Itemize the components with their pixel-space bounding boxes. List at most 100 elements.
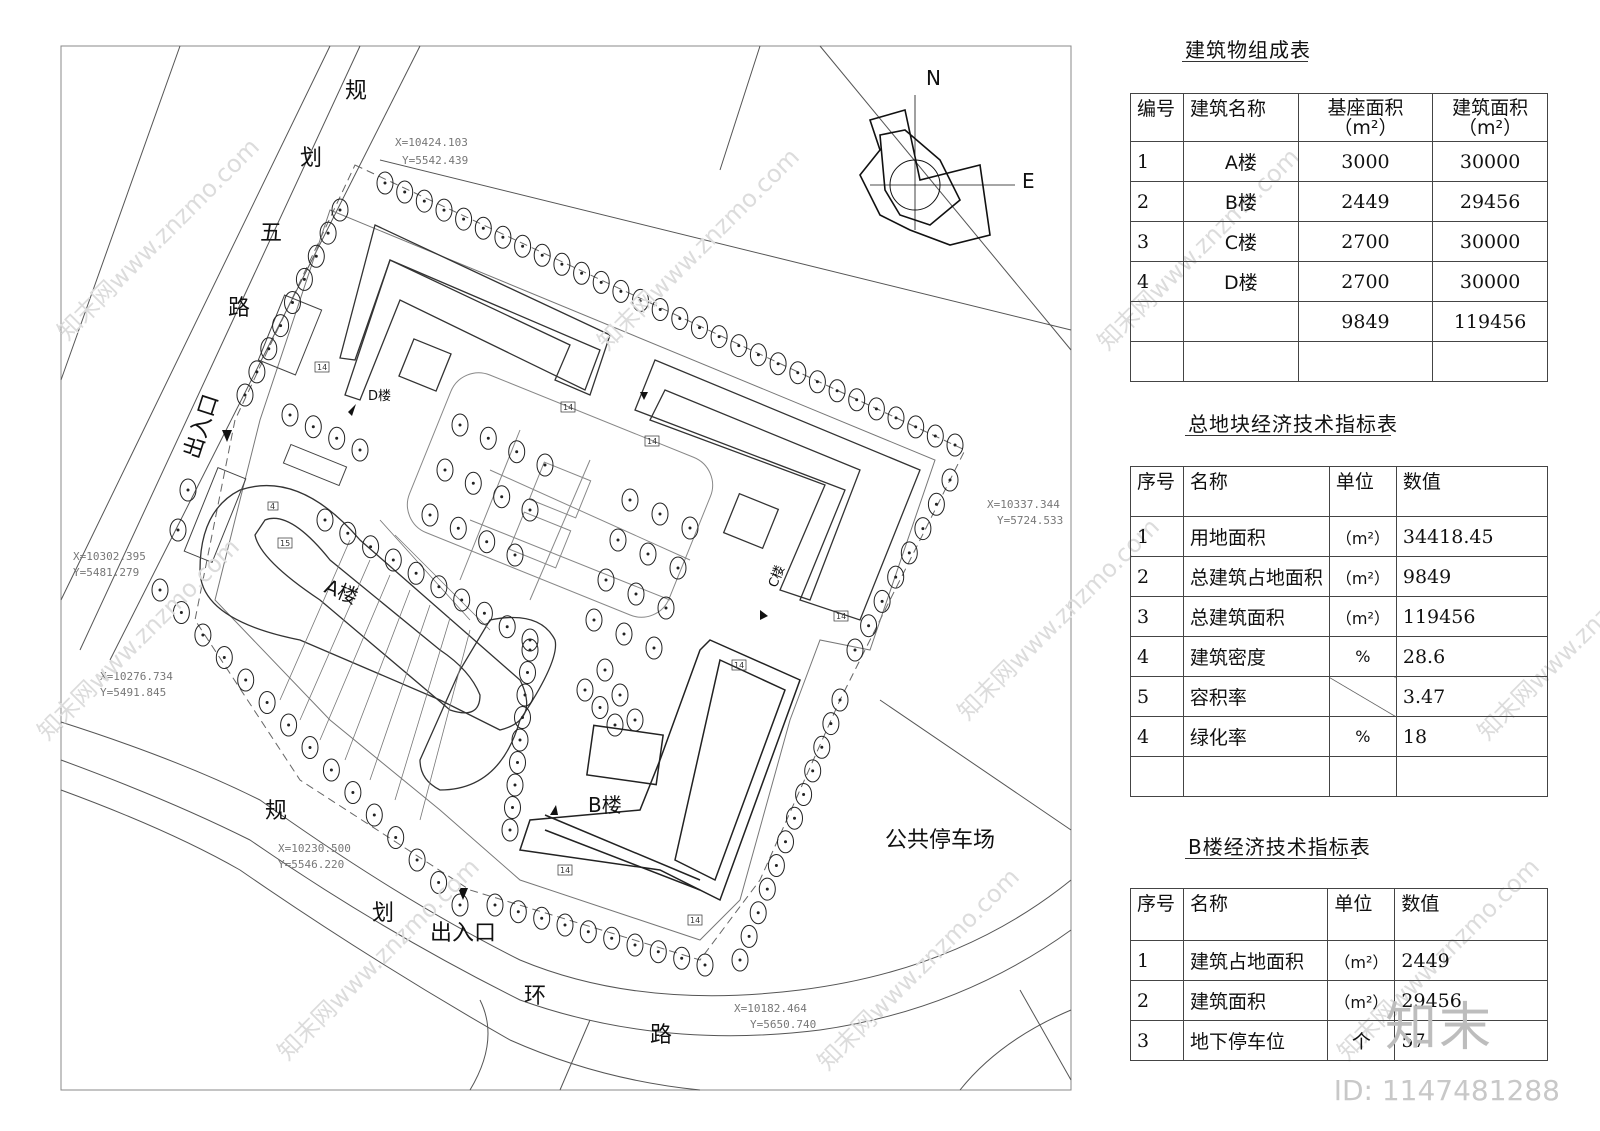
central-plaza	[406, 372, 714, 618]
tree-center	[291, 301, 294, 304]
tree-icon	[639, 542, 657, 566]
watermark-id: ID: 1147481288	[1333, 1074, 1560, 1107]
tree-icon	[151, 578, 169, 602]
coord-y: Y=5724.533	[997, 514, 1063, 527]
tree-center	[508, 828, 512, 832]
tree-center	[592, 618, 596, 622]
tree-center	[639, 298, 642, 302]
tree-icon	[860, 614, 878, 638]
tree-icon	[407, 561, 425, 585]
tree-icon	[591, 696, 609, 719]
coord-y: Y=5542.439	[402, 154, 468, 167]
table-cell: 3	[1130, 1020, 1184, 1061]
watermark-logo: 知末	[1385, 998, 1494, 1058]
tree-center	[953, 443, 957, 447]
tree-center	[460, 598, 464, 602]
table-cell: 30000	[1432, 141, 1548, 182]
table-cell	[1395, 756, 1549, 797]
tree-icon	[331, 198, 349, 222]
table-cell: 57	[1394, 1020, 1548, 1061]
tree-center	[329, 768, 333, 772]
tree-center	[618, 693, 622, 697]
tree-icon	[914, 517, 932, 541]
tree-icon	[435, 198, 453, 222]
tree-icon	[455, 207, 473, 231]
tree-center	[311, 425, 315, 429]
entrance-label-south: 出入口	[430, 921, 496, 946]
tree-center	[765, 887, 769, 891]
table-header: 编号	[1130, 93, 1184, 142]
tree-icon	[671, 307, 689, 330]
arrow-icon	[348, 404, 356, 416]
tree-center	[933, 434, 937, 438]
tree-center	[176, 528, 180, 532]
tree-icon	[493, 485, 511, 509]
road-south-char: 规	[265, 799, 287, 824]
tree-center	[526, 671, 529, 674]
tree-icon	[508, 440, 526, 464]
tree-icon	[351, 438, 369, 462]
table-cell	[1297, 341, 1434, 382]
tree-icon	[804, 759, 822, 783]
tree-center	[680, 956, 684, 960]
tree-icon	[808, 370, 826, 394]
tree-center	[747, 934, 751, 938]
table-cell	[1182, 341, 1299, 382]
tree-center	[369, 545, 373, 549]
tree-center	[383, 181, 387, 185]
tree-center	[326, 231, 330, 235]
south-road-edge	[60, 721, 1072, 997]
road-west-char: 划	[300, 146, 322, 171]
drawing-frame	[60, 45, 1072, 1091]
tree-center	[500, 495, 504, 499]
floor-tag: 14	[560, 866, 570, 875]
table-cell	[1182, 756, 1330, 797]
tree-center	[179, 611, 183, 614]
building-a-label: A楼	[321, 574, 361, 609]
tree-icon	[669, 556, 687, 580]
table-cell: %	[1328, 636, 1397, 677]
tree-center	[774, 864, 778, 867]
tree-icon	[365, 803, 383, 827]
table-header: 序号	[1130, 888, 1184, 941]
compass-rose-icon	[859, 95, 1015, 246]
table-header: 基座面积 （m²）	[1297, 93, 1434, 142]
tree-center	[186, 488, 190, 492]
table2-title: 总地块经济技术指标表	[1188, 412, 1398, 436]
tree-center	[948, 478, 952, 482]
tree-icon	[509, 900, 527, 924]
table3-title: B楼经济技术指标表	[1188, 835, 1371, 859]
coord-x: X=10182.464	[734, 1002, 807, 1015]
tree-icon	[645, 636, 663, 660]
tree-center	[656, 950, 660, 954]
coord-x: X=10337.344	[987, 498, 1060, 511]
tree-center	[528, 508, 532, 512]
tree-icon	[828, 379, 846, 403]
tree-center	[934, 502, 938, 506]
tree-icon	[615, 622, 633, 646]
tree-icon	[387, 826, 405, 849]
tree-icon	[786, 806, 803, 830]
tree-center	[628, 498, 632, 502]
table-cell: 2449	[1394, 940, 1548, 981]
table-header: 建筑名称	[1182, 93, 1299, 142]
tree-center	[646, 552, 650, 556]
tree-icon	[194, 623, 212, 647]
tree-icon	[511, 728, 529, 752]
tree-icon	[237, 668, 255, 692]
tree-icon	[301, 736, 319, 759]
floor-tag: 14	[647, 437, 657, 446]
tree-center	[437, 881, 441, 884]
tree-center	[613, 723, 617, 727]
tree-icon	[900, 541, 918, 565]
road-west-char: 五	[260, 221, 282, 246]
building-d-label: D楼	[368, 389, 391, 404]
tree-center	[921, 527, 925, 531]
tree-center	[698, 326, 701, 330]
tree-icon	[846, 638, 864, 662]
tree-icon	[408, 848, 426, 872]
tree-icon	[304, 415, 322, 439]
tree-center	[314, 254, 318, 258]
table-cell: 3.47	[1395, 676, 1549, 717]
table-cell	[1328, 756, 1397, 797]
